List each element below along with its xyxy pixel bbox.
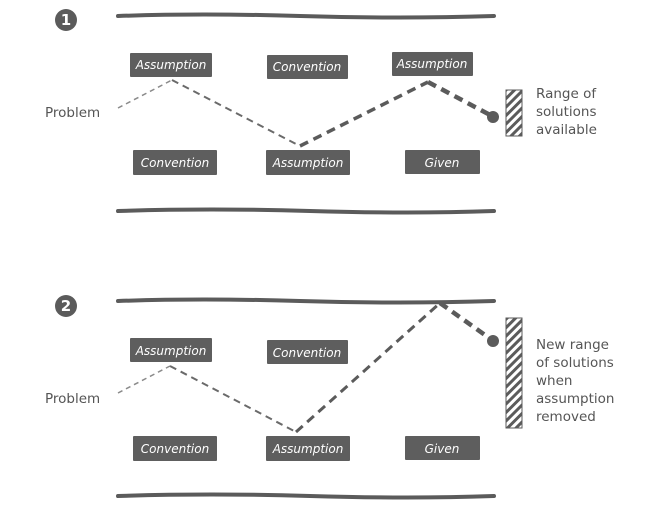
panel-1-range-bar (505, 89, 523, 137)
panel-2-number-badge (55, 295, 77, 317)
panel-1-path-segment (171, 79, 301, 147)
panel-2-top-box-1: Assumption (130, 338, 212, 362)
panel-2-bottom-box-3: Given (405, 436, 480, 460)
panel-2-range-label-line-5: removed (536, 409, 596, 425)
panel-1-number: 1 (61, 11, 71, 29)
panel-1: 1 Problem Assumption Convention Assumpti… (45, 9, 601, 215)
panel-1-bottom-box-3: Given (405, 150, 480, 174)
panel-1-bottom-boundary (116, 207, 496, 215)
panel-1-range-label: Range of solutions available (536, 86, 601, 138)
panel-2-path-segment (117, 365, 171, 394)
panel-2-range-bar (505, 317, 523, 429)
panel-1-top-box-2: Convention (267, 55, 348, 79)
panel-1-top-boundary (116, 12, 496, 20)
panel-2-path-segment (438, 301, 494, 342)
panel-2-bottom-box-2: Assumption (266, 436, 350, 461)
panel-2-problem-label: Problem (45, 391, 100, 407)
panel-1-bottom-box-3-label: Given (425, 156, 460, 170)
panel-1-range-label-line-2: solutions (536, 104, 597, 120)
panel-2-range-label: New range of solutions when assumption r… (536, 337, 619, 425)
panel-1-top-box-1: Assumption (130, 53, 212, 77)
panel-1-range-label-line-3: available (536, 122, 597, 138)
panel-2-bottom-boundary (116, 492, 496, 500)
panel-2-range-label-line-4: assumption (536, 391, 614, 407)
panel-1-bottom-box-1: Convention (133, 150, 217, 175)
panel-2-top-box-1-label: Assumption (135, 344, 207, 358)
panel-2-path-segment (169, 365, 297, 433)
panel-1-bottom-box-1-label: Convention (141, 156, 209, 170)
panel-1-path-segment (299, 80, 429, 148)
panel-1-path-end-dot (487, 111, 499, 123)
panel-1-path-segment (426, 80, 494, 118)
panel-1-range-label-line-1: Range of (536, 86, 597, 102)
panel-2-top-box-2: Convention (267, 340, 348, 364)
panel-2-bottom-box-1-label: Convention (141, 442, 209, 456)
panel-2-range-label-line-1: New range (536, 337, 609, 353)
panel-2-range-label-line-2: of solutions (536, 355, 614, 371)
panel-2-top-box-2-label: Convention (273, 346, 341, 360)
panel-2-path-segment (294, 301, 442, 434)
panel-2-path-end-dot (487, 335, 499, 347)
panel-1-number-badge (55, 9, 77, 31)
panel-2: 2 Problem Assumption Convention Conventi… (45, 295, 619, 500)
panel-2-number: 2 (61, 297, 71, 315)
panel-1-bottom-box-2-label: Assumption (272, 156, 344, 170)
panel-1-top-box-1-label: Assumption (135, 58, 207, 72)
panel-1-path-segment (117, 79, 173, 109)
panel-2-bottom-box-1: Convention (133, 436, 217, 461)
panel-2-bottom-box-2-label: Assumption (272, 442, 344, 456)
panel-1-top-box-3: Assumption (392, 52, 473, 76)
panel-1-problem-label: Problem (45, 105, 100, 121)
panel-2-range-label-line-3: when (536, 373, 572, 389)
panel-1-top-box-2-label: Convention (273, 60, 341, 74)
panel-2-top-boundary (116, 297, 496, 305)
panel-2-bottom-box-3-label: Given (425, 442, 460, 456)
panel-1-top-box-3-label: Assumption (396, 57, 468, 71)
panel-1-bottom-box-2: Assumption (266, 150, 350, 175)
